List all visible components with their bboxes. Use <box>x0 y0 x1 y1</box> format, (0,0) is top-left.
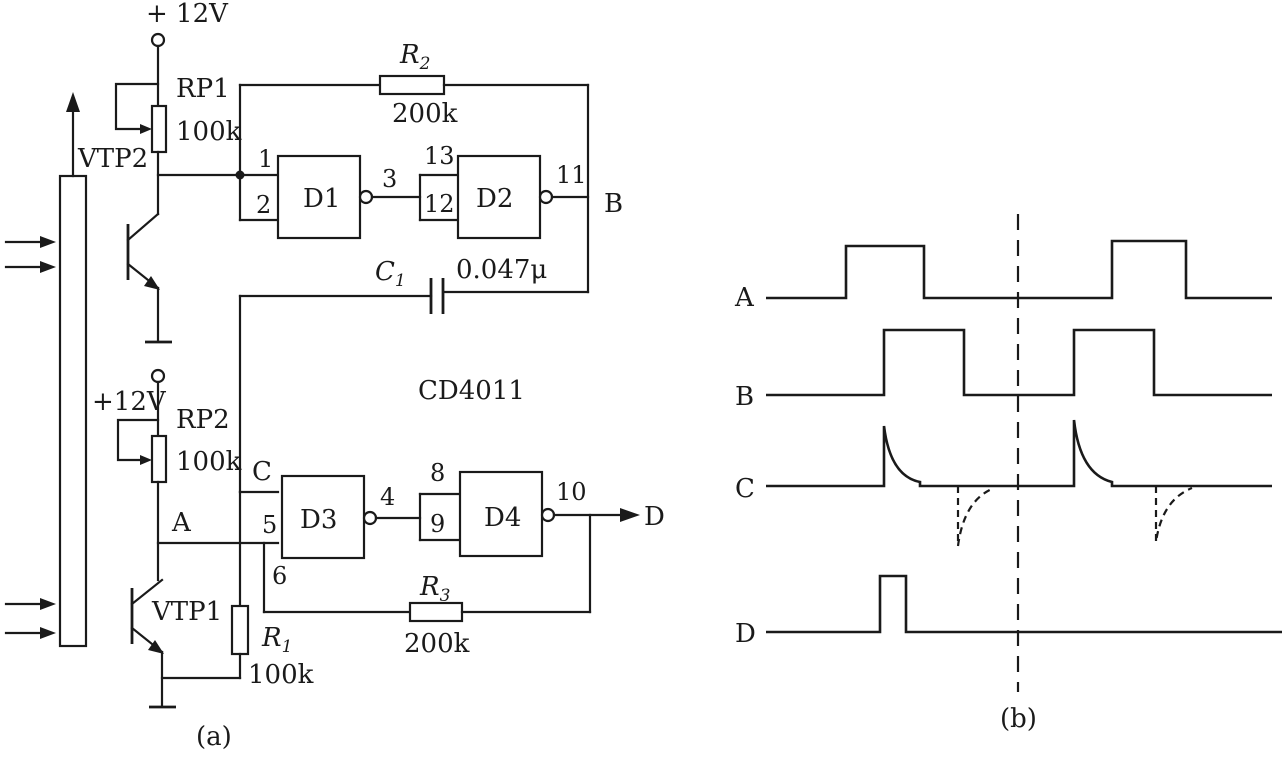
caption-b: (b) <box>1000 704 1037 734</box>
rp1-name: RP1 <box>176 74 230 104</box>
rp2-body <box>150 434 168 484</box>
r2-name: R2 <box>399 40 430 74</box>
gate-d1-label: D1 <box>303 184 340 214</box>
arrow-right-icon <box>40 598 56 610</box>
wave-row-d-label: D <box>735 619 756 649</box>
node-d-label: D <box>644 502 665 532</box>
arrow-right-icon <box>40 236 56 248</box>
emitter-arrow-icon <box>148 640 164 654</box>
gate-d1-body <box>276 154 362 240</box>
waveform-panel: A B C D (b) <box>734 214 1282 734</box>
gate-d2-body <box>456 154 542 240</box>
capacitor-c1 <box>238 278 590 494</box>
rp2-value: 100k <box>176 447 242 477</box>
pin-11-label: 11 <box>556 161 587 189</box>
node-b-label: B <box>604 189 623 219</box>
supply-bottom-label: +12V <box>92 387 167 417</box>
c1-value: 0.047μ <box>456 255 547 285</box>
pin-1-label: 1 <box>258 145 273 173</box>
inverter-bubble-icon <box>358 189 374 205</box>
gate-d4-label: D4 <box>484 503 521 533</box>
gate-d2-label: D2 <box>476 184 513 214</box>
wave-row-b-label: B <box>735 382 754 412</box>
wiper-arrow-icon <box>140 455 152 465</box>
pin-6-label: 6 <box>272 562 287 590</box>
chip-label: CD4011 <box>418 376 525 406</box>
wave-b <box>766 328 1272 397</box>
inverter-bubble-icon <box>362 510 378 526</box>
wave-d <box>766 574 1282 634</box>
r3-value: 200k <box>404 629 470 659</box>
pin-10-label: 10 <box>556 478 587 506</box>
inverter-bubble-icon <box>540 507 556 523</box>
arrow-up-icon <box>66 92 80 112</box>
r3-body <box>408 601 464 623</box>
pin-12-label: 12 <box>424 190 455 218</box>
r3-name: R3 <box>419 572 450 606</box>
pin-9-label: 9 <box>430 510 445 538</box>
gate-d3 <box>262 474 422 614</box>
vtp1-label: VTP1 <box>151 597 222 627</box>
pin-4-label: 4 <box>380 483 395 511</box>
node-a-label: A <box>171 508 192 538</box>
light-barrier <box>58 92 88 648</box>
pin-3-label: 3 <box>382 165 397 193</box>
r1-name: R1 <box>261 623 292 657</box>
phototransistor-vtp1 <box>130 578 242 709</box>
r2-body <box>378 74 446 96</box>
gate-d1 <box>276 154 422 240</box>
wave-c-negative-spike-2 <box>1154 486 1193 543</box>
gate-d4 <box>418 470 640 614</box>
gate-d3-body <box>280 474 366 560</box>
c1-name: C1 <box>375 257 406 291</box>
resistor-r1 <box>230 490 280 680</box>
pin-8-label: 8 <box>430 459 445 487</box>
resistor-r2 <box>238 74 590 294</box>
arrow-right-icon <box>40 627 56 639</box>
light-barrier-bar <box>58 174 88 648</box>
pin-13-label: 13 <box>424 142 455 170</box>
light-arrows-upper <box>4 236 56 273</box>
gate-d4-body <box>458 470 544 558</box>
wave-row-c-label: C <box>735 474 755 504</box>
gate-d3-label: D3 <box>300 505 337 535</box>
pin-2-label: 2 <box>256 191 271 219</box>
wave-row-a-label: A <box>734 283 755 313</box>
supply-top-label: + 12V <box>146 0 229 29</box>
light-arrows-lower <box>4 598 56 639</box>
inverter-bubble-icon <box>538 189 554 205</box>
phototransistor-vtp2 <box>126 212 172 344</box>
rp1-value: 100k <box>176 117 242 147</box>
wave-c <box>766 419 1272 488</box>
arrow-right-icon <box>40 261 56 273</box>
node-c-label: C <box>252 457 272 487</box>
wave-c-negative-spike-1 <box>956 486 995 547</box>
r1-body <box>230 604 250 656</box>
vtp2-collector-wire <box>156 83 280 222</box>
gate-d2 <box>418 154 590 240</box>
pin-5-label: 5 <box>262 511 277 539</box>
wiper-arrow-icon <box>140 124 152 134</box>
vtp2-label: VTP2 <box>77 144 148 174</box>
resistor-r3 <box>262 601 592 623</box>
rp2-name: RP2 <box>176 405 230 435</box>
potentiometer-rp1 <box>114 82 168 216</box>
output-arrow-icon <box>620 508 640 522</box>
supply-bottom-terminal <box>150 368 166 438</box>
potentiometer-rp2 <box>116 418 168 582</box>
r1-value: 100k <box>248 660 314 690</box>
supply-top-terminal <box>150 32 166 108</box>
r2-value: 200k <box>392 99 458 129</box>
rp1-body <box>150 104 168 154</box>
caption-a: (a) <box>196 722 232 752</box>
emitter-arrow-icon <box>144 276 160 290</box>
